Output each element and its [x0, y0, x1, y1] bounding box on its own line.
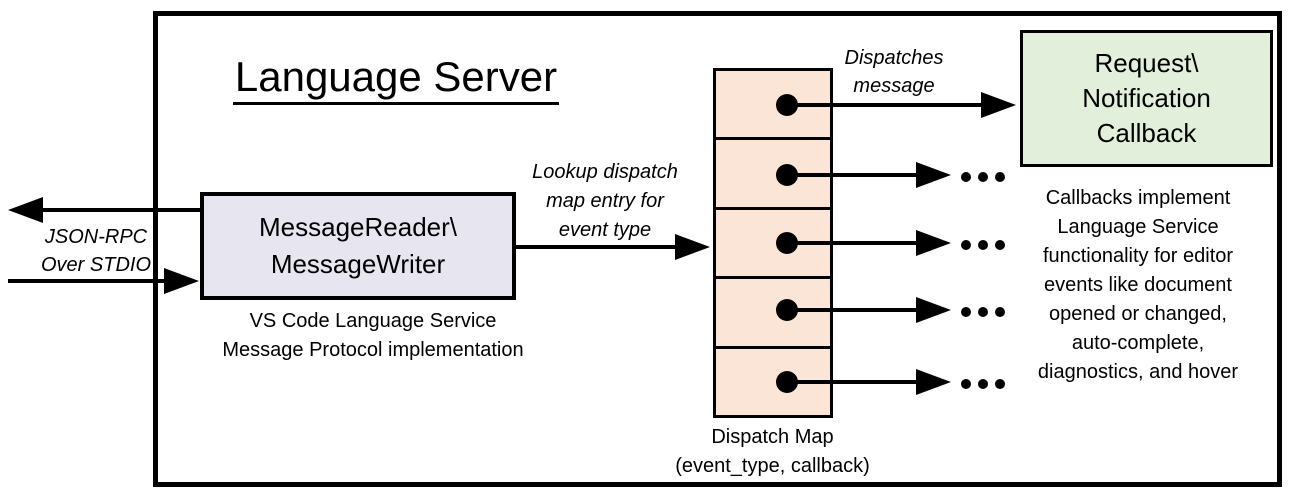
callbacks-note-line6: auto-complete, — [1071, 332, 1205, 354]
page-title: Language Server — [230, 54, 562, 105]
dispatch-cell-4 — [716, 276, 830, 346]
dispatch-cell-1 — [716, 71, 830, 138]
callbacks-note: Callbacks implement Language Service fun… — [1018, 184, 1258, 387]
callback-box-line2: Notification — [1082, 83, 1211, 113]
dispatch-map-caption: Dispatch Map (event_type, callback) — [640, 423, 905, 481]
lookup-label-line1: Lookup dispatch — [532, 161, 678, 183]
lookup-label-line3: event type — [558, 219, 652, 241]
json-rpc-label: JSON-RPC Over STDIO — [10, 223, 182, 279]
message-box-caption: VS Code Language Service Message Protoco… — [207, 307, 539, 365]
callbacks-note-line7: diagnostics, and hover — [1037, 361, 1239, 383]
message-box-line2: MessageWriter — [270, 249, 446, 279]
dispatches-label-line1: Dispatches — [844, 47, 944, 69]
callbacks-note-line5: opened or changed, — [1049, 303, 1227, 325]
callback-box-line3: Callback — [1096, 118, 1197, 148]
dispatch-map — [713, 68, 833, 418]
dispatch-cell-5 — [716, 345, 830, 416]
page-title-text: Language Server — [232, 54, 560, 105]
lookup-label-line2: map entry for — [546, 190, 664, 212]
dispatch-cell-2 — [716, 137, 830, 207]
message-reader-writer-box: MessageReader\ MessageWriter — [200, 192, 516, 300]
callbacks-note-line4: events like document — [1044, 274, 1232, 296]
request-notification-callback-box: Request\ Notification Callback — [1020, 30, 1273, 167]
message-box-caption-line2: Message Protocol implementation — [222, 339, 524, 361]
dispatches-message-label: Dispatches message — [814, 44, 974, 100]
callback-box-line1: Request\ — [1094, 48, 1199, 78]
lookup-dispatch-label: Lookup dispatch map entry for event type — [510, 158, 700, 245]
language-server-frame — [153, 11, 1282, 487]
dispatch-map-caption-line1: Dispatch Map — [711, 426, 834, 448]
dispatch-map-caption-line2: (event_type, callback) — [675, 455, 870, 477]
callbacks-note-line1: Callbacks implement — [1045, 187, 1231, 209]
json-rpc-label-line1: JSON-RPC — [44, 226, 148, 248]
dispatch-cell-3 — [716, 206, 830, 277]
json-rpc-label-line2: Over STDIO — [40, 254, 151, 276]
callbacks-note-line2: Language Service — [1057, 216, 1219, 238]
message-box-line1: MessageReader\ — [259, 212, 457, 242]
dispatches-label-line2: message — [853, 75, 935, 97]
message-box-caption-line1: VS Code Language Service — [249, 310, 497, 332]
callbacks-note-line3: functionality for editor — [1042, 245, 1234, 267]
